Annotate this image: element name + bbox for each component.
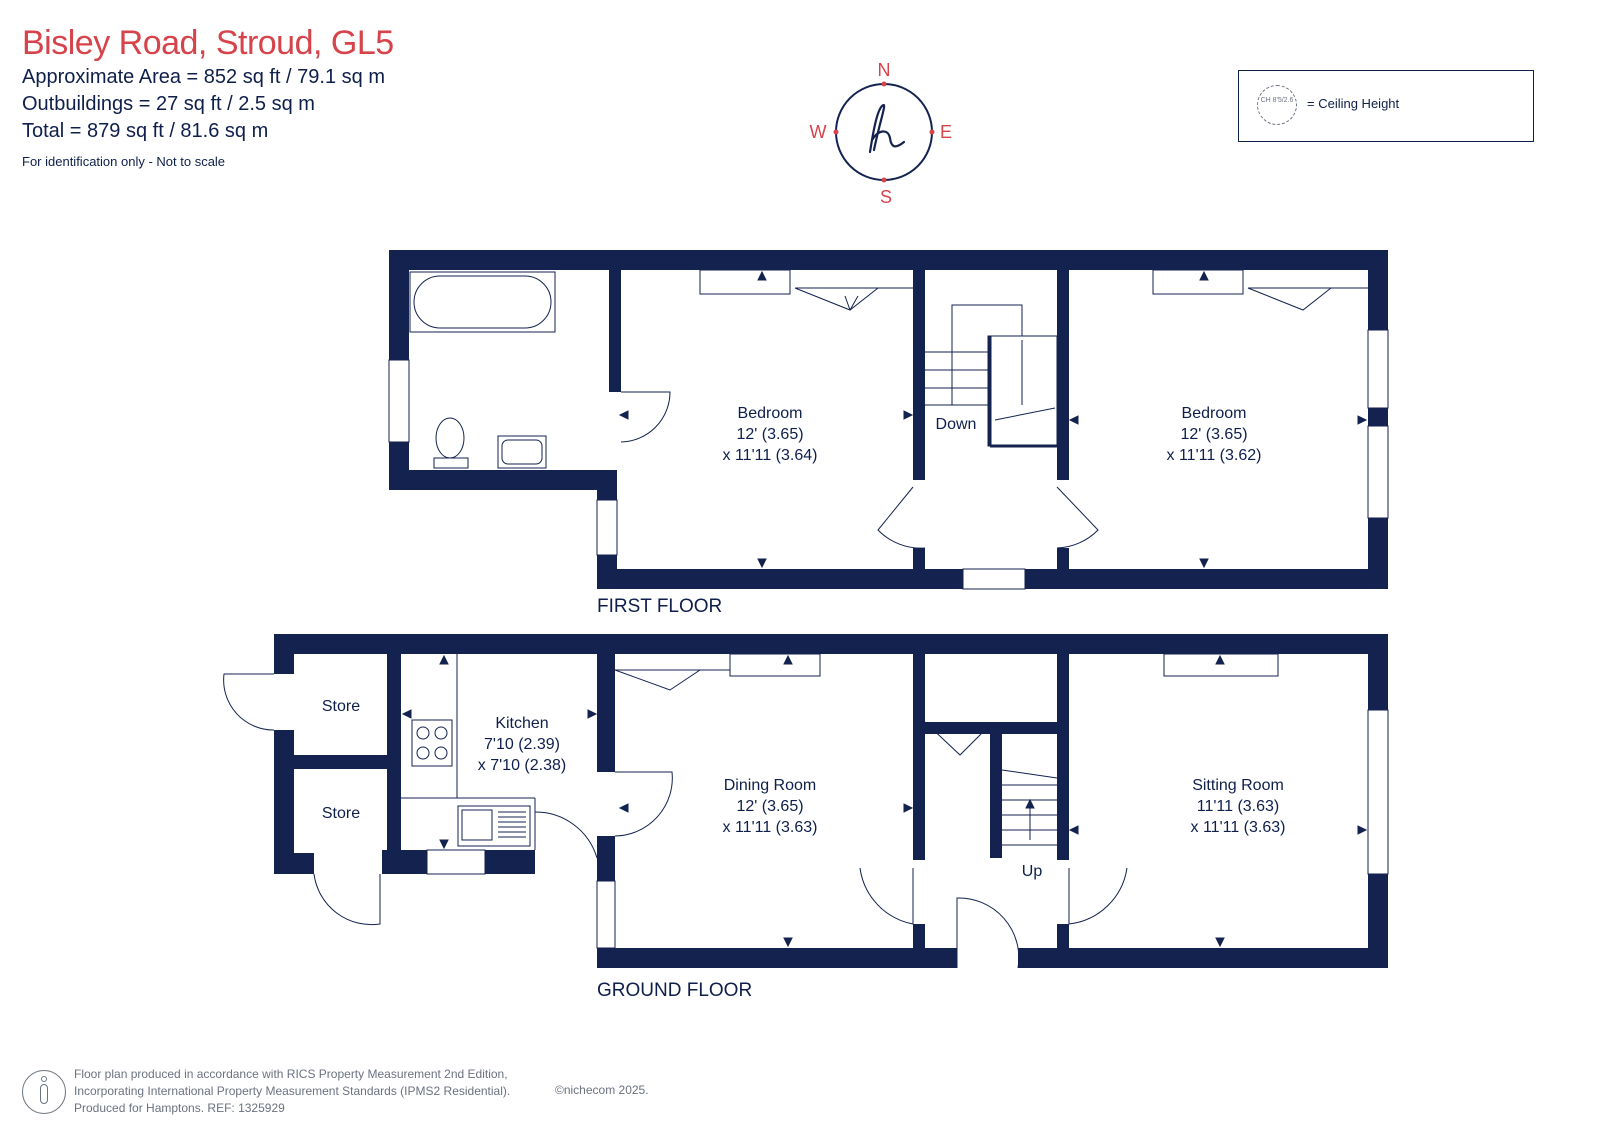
compass-south: S xyxy=(880,187,892,207)
gf-dining-dim2: x 11'11 (3.63) xyxy=(723,819,818,836)
disclaimer-note: For identification only - Not to scale xyxy=(22,154,226,169)
gf-dining-name: Dining Room xyxy=(724,777,816,794)
ff-bedroom2-dim1: 12' (3.65) xyxy=(1180,426,1247,443)
total-area: Total = 879 sq ft / 81.6 sq m xyxy=(22,120,269,142)
gf-kitchen-name: Kitchen xyxy=(495,715,548,732)
compass: N S E W xyxy=(810,60,953,207)
person-icon-head xyxy=(41,1076,47,1082)
footer-line-2: Incorporating International Property Mea… xyxy=(74,1084,511,1098)
logo-icon xyxy=(868,103,906,154)
ground-floor-fixtures xyxy=(223,653,1368,969)
ff-bedroom1-dim2: x 11'11 (3.64) xyxy=(723,447,818,464)
legend-box: CH 8'5/2.6 = Ceiling Height xyxy=(1238,70,1534,142)
footer-note: Floor plan produced in accordance with R… xyxy=(74,1066,510,1117)
compass-west: W xyxy=(810,122,827,142)
gf-stairs-label: Up xyxy=(1022,863,1043,880)
copyright-text: ©nichecom 2025. xyxy=(555,1083,649,1097)
ff-bedroom1-name: Bedroom xyxy=(738,405,803,422)
gf-sitting-name: Sitting Room xyxy=(1192,777,1284,794)
footer-line-1: Floor plan produced in accordance with R… xyxy=(74,1067,508,1081)
person-icon xyxy=(22,1070,66,1114)
gf-sitting-dim1: 11'11 (3.63) xyxy=(1197,798,1280,815)
gf-dining-dim1: 12' (3.65) xyxy=(736,798,803,815)
ground-floor-label: GROUND FLOOR xyxy=(597,980,752,1001)
ff-stairs-label: Down xyxy=(936,416,977,433)
ff-bedroom1-dim1: 12' (3.65) xyxy=(736,426,803,443)
gf-store1-label: Store xyxy=(322,698,360,715)
first-floor-plan xyxy=(388,250,1389,590)
first-floor-fixtures xyxy=(409,269,1368,569)
gf-sitting-dim2: x 11'11 (3.63) xyxy=(1191,819,1286,836)
ground-floor-plan xyxy=(274,634,1389,968)
gf-kitchen-dim2: x 7'10 (2.38) xyxy=(478,757,566,774)
legend-label: = Ceiling Height xyxy=(1307,96,1400,111)
gf-kitchen-dim1: 7'10 (2.39) xyxy=(484,736,560,753)
compass-east: E xyxy=(940,122,952,142)
approximate-area: Approximate Area = 852 sq ft / 79.1 sq m xyxy=(22,66,385,88)
ff-bedroom2-dim2: x 11'11 (3.62) xyxy=(1167,447,1262,464)
footer-line-3: Produced for Hamptons. REF: 1325929 xyxy=(74,1101,285,1115)
property-title: Bisley Road, Stroud, GL5 xyxy=(22,24,394,62)
compass-north: N xyxy=(878,60,891,80)
person-icon-body xyxy=(40,1084,48,1104)
ff-bedroom2-name: Bedroom xyxy=(1182,405,1247,422)
ceiling-height-icon: CH 8'5/2.6 xyxy=(1257,85,1297,125)
gf-store2-label: Store xyxy=(322,805,360,822)
outbuildings-area: Outbuildings = 27 sq ft / 2.5 sq m xyxy=(22,93,315,115)
first-floor-label: FIRST FLOOR xyxy=(597,596,722,617)
